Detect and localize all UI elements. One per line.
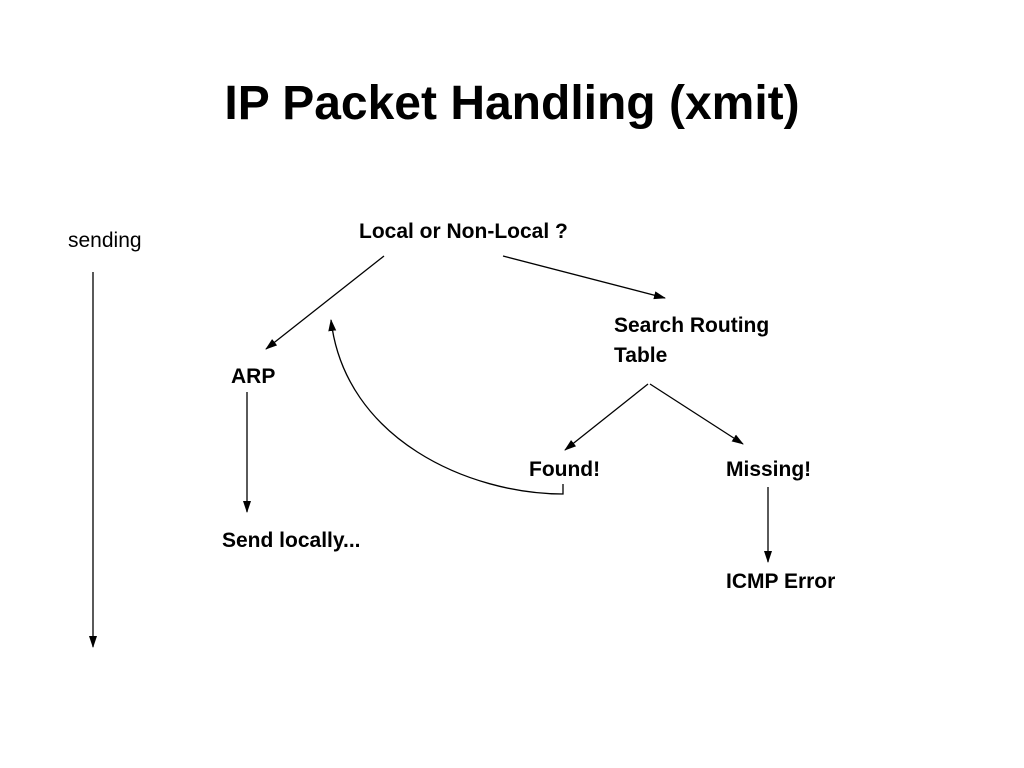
arrow-decision-to-arp — [265, 255, 385, 350]
arrow-search-to-found — [564, 383, 649, 451]
slide-title: IP Packet Handling (xmit) — [224, 77, 800, 130]
found-node: Found! — [529, 458, 601, 481]
arrow-decision-to-search — [502, 255, 666, 300]
sending-label: sending — [68, 229, 142, 252]
arrow-found-back-to-arp — [328, 319, 564, 495]
arrow-search-to-missing — [649, 383, 744, 445]
decision-node: Local or Non-Local ? — [359, 220, 568, 243]
search-routing-table-node: Search Routing Table — [614, 314, 770, 367]
icmp-error-node: ICMP Error — [726, 570, 836, 593]
missing-node: Missing! — [726, 458, 812, 481]
arp-node: ARP — [231, 365, 276, 388]
send-locally-node: Send locally... — [222, 529, 361, 552]
